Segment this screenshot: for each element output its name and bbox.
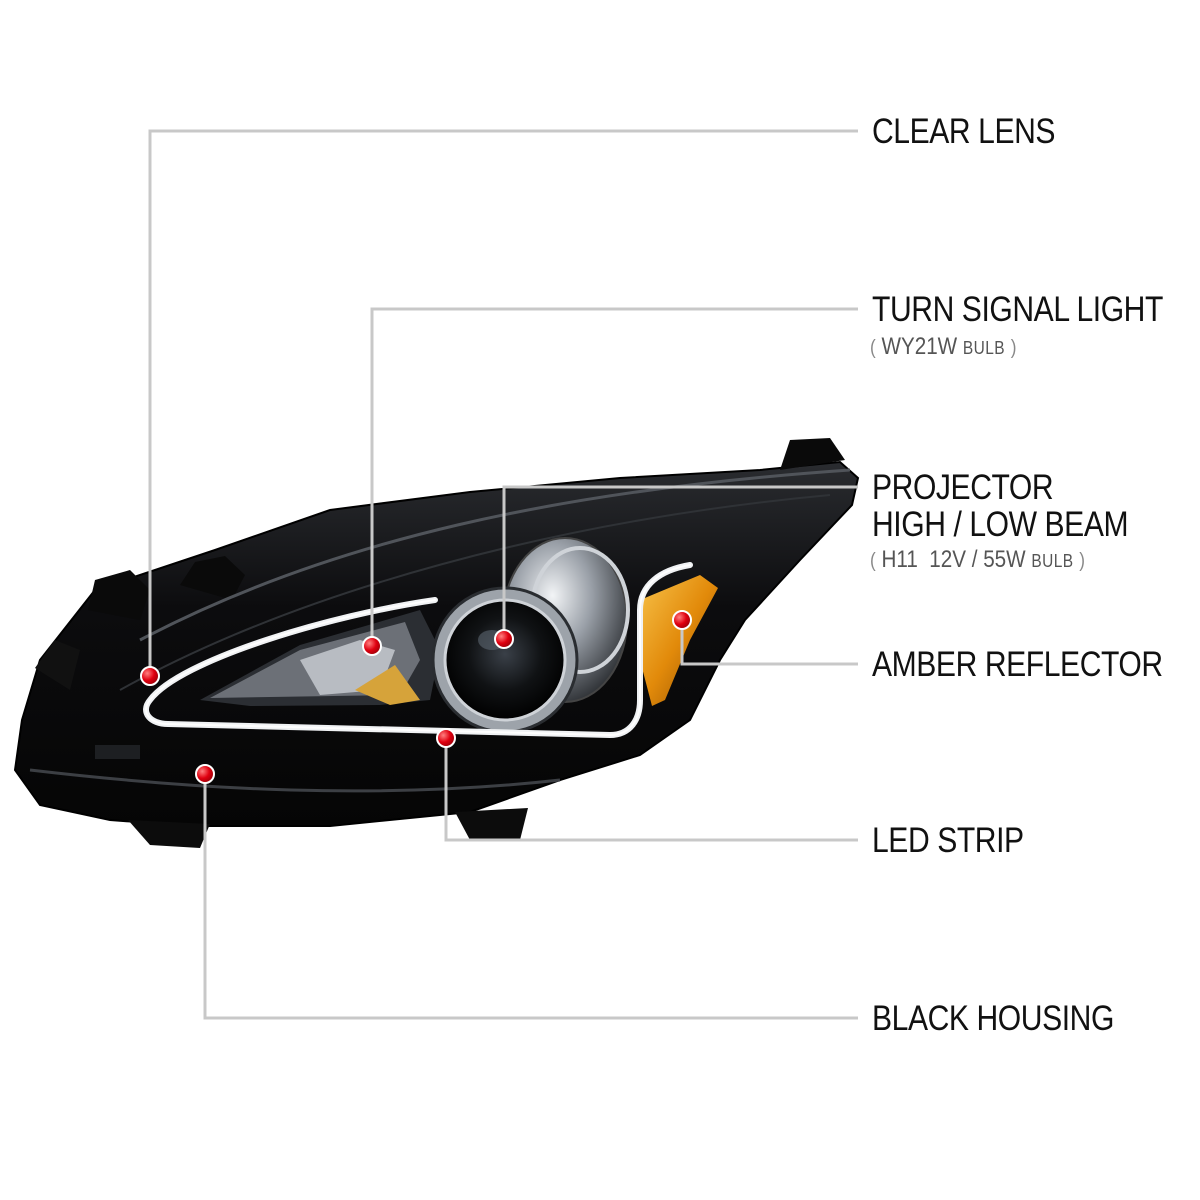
label-high-low-beam: HIGH / LOW BEAM <box>872 505 1129 544</box>
turn-signal-bulb-spec: ( WY21W BULB ) <box>870 334 1017 361</box>
leader-projector <box>502 485 858 639</box>
leader-amber-reflector <box>680 620 858 666</box>
label-projector: PROJECTOR <box>872 468 1054 507</box>
marker-black-housing <box>195 764 215 784</box>
turn-signal-bulb-unit: BULB <box>962 338 1006 358</box>
open-paren: ( <box>870 337 876 359</box>
leader-turn-signal <box>370 307 858 646</box>
label-clear-lens: CLEAR LENS <box>872 112 1056 151</box>
open-paren: ( <box>870 550 876 572</box>
marker-led-strip <box>436 728 456 748</box>
marker-clear-lens <box>140 666 160 686</box>
leader-black-housing <box>203 774 858 1020</box>
marker-turn-signal <box>362 636 382 656</box>
callout-markers <box>140 610 692 784</box>
close-paren: ) <box>1079 550 1086 572</box>
close-paren: ) <box>1010 337 1017 359</box>
marker-projector <box>494 629 514 649</box>
projector-bulb-spec: ( H11 12V / 55W BULB ) <box>870 547 1085 574</box>
projector-assembly <box>431 537 630 734</box>
amber-reflector-shape <box>640 575 718 706</box>
marker-amber-reflector <box>672 610 692 630</box>
label-black-housing: BLACK HOUSING <box>872 999 1114 1038</box>
leader-clear-lens <box>148 129 858 676</box>
label-led-strip: LED STRIP <box>872 821 1024 860</box>
led-strip-shape <box>143 562 693 739</box>
turn-signal-bulb-value: WY21W <box>881 333 958 360</box>
label-turn-signal: TURN SIGNAL LIGHT <box>872 290 1163 329</box>
turn-signal-bay <box>200 610 440 706</box>
projector-bulb-value: H11 12V / 55W <box>881 546 1026 573</box>
leader-led-strip <box>444 738 858 842</box>
label-amber-reflector: AMBER REFLECTOR <box>872 645 1163 684</box>
leader-lines <box>148 129 858 1020</box>
projector-bulb-unit: BULB <box>1031 551 1074 571</box>
lens-marking <box>95 745 140 759</box>
